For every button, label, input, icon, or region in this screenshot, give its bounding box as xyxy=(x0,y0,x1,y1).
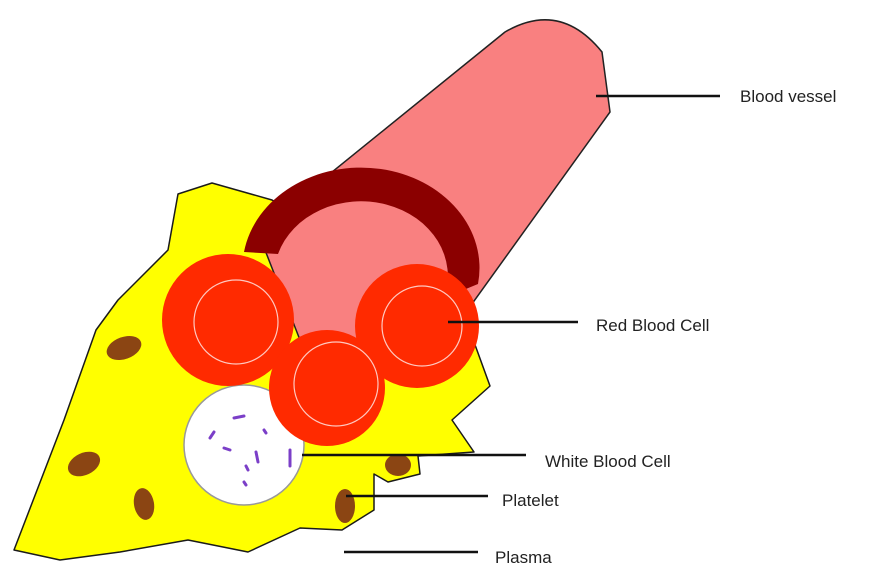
label-white-blood-cell: White Blood Cell xyxy=(545,452,671,471)
label-blood-vessel: Blood vessel xyxy=(740,87,836,106)
platelet xyxy=(335,489,355,523)
red-blood-cell xyxy=(269,330,385,446)
label-plasma: Plasma xyxy=(495,548,552,567)
label-platelet: Platelet xyxy=(502,491,559,510)
platelet xyxy=(385,454,411,476)
label-red-blood-cell: Red Blood Cell xyxy=(596,316,709,335)
